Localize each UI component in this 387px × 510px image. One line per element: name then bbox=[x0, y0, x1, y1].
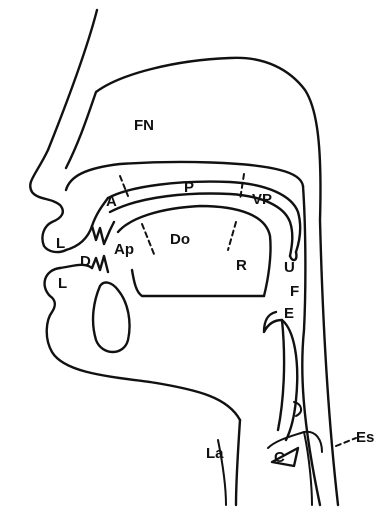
pharynx-back-wall bbox=[302, 186, 320, 505]
upper-lip-inner bbox=[66, 198, 108, 250]
face-profile-outline bbox=[30, 10, 97, 252]
upper-teeth bbox=[92, 222, 114, 244]
tongue-surface bbox=[118, 206, 271, 296]
label-tongue-dorsum: Do bbox=[170, 231, 190, 248]
neck-front-outline bbox=[236, 420, 240, 505]
label-velum: VP bbox=[252, 191, 272, 208]
label-epiglottis: E bbox=[284, 305, 294, 322]
epiglottis bbox=[264, 312, 284, 430]
label-uvula: U bbox=[284, 259, 295, 276]
label-alveolar-ridge: A bbox=[106, 193, 117, 210]
label-lower-lip: L bbox=[58, 275, 67, 292]
label-tongue-root: R bbox=[236, 257, 247, 274]
tongue-boundary-front bbox=[142, 224, 154, 254]
jaw-bone bbox=[93, 283, 130, 352]
label-nasal-cavity: FN bbox=[134, 117, 154, 134]
label-glottis: C bbox=[274, 449, 285, 466]
chin-outline bbox=[45, 268, 240, 420]
label-tongue-apex: Ap bbox=[114, 241, 134, 258]
esophagus-pointer bbox=[336, 438, 356, 446]
label-pharynx: F bbox=[290, 283, 299, 300]
label-teeth: D bbox=[80, 253, 91, 270]
tongue-boundary-back bbox=[228, 222, 236, 250]
label-larynx: La bbox=[206, 445, 224, 462]
label-esophagus: Es bbox=[356, 429, 374, 446]
lower-teeth bbox=[92, 256, 108, 272]
label-palate: P bbox=[184, 179, 194, 196]
label-upper-lip: L bbox=[56, 235, 65, 252]
